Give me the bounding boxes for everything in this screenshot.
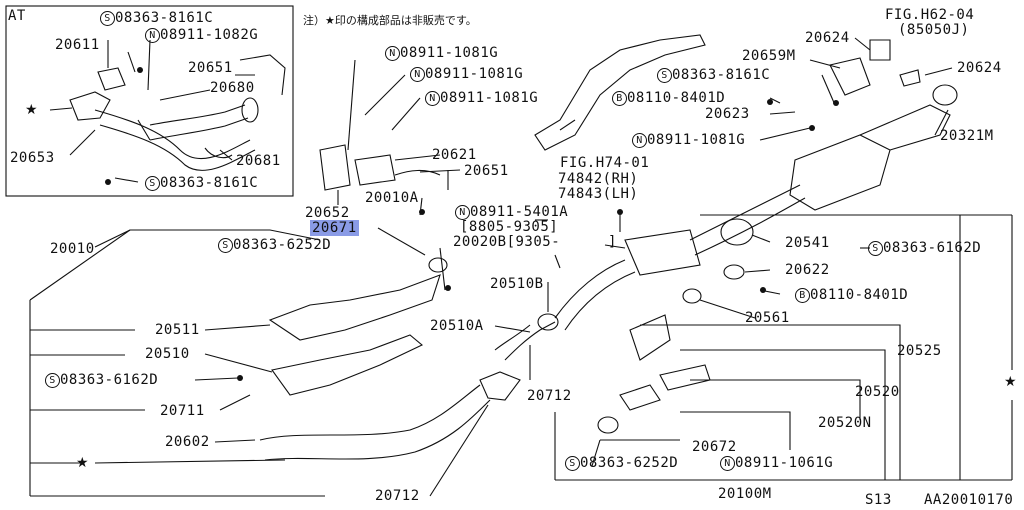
part-20010a[interactable]: 20010A	[365, 190, 419, 206]
bolt-marker	[105, 179, 111, 185]
n-nut-icon: N	[720, 456, 735, 471]
part-20561[interactable]: 20561	[745, 310, 790, 326]
s-bolt-icon: S	[100, 11, 115, 26]
s-bolt-icon: S	[145, 176, 160, 191]
s-bolt-icon: S	[868, 241, 883, 256]
part-20621[interactable]: 20621	[432, 147, 477, 163]
part-20525[interactable]: 20525	[897, 343, 942, 359]
non-sale-note: 注）★印の構成部品は非販売です。	[303, 14, 477, 27]
s-bolt-icon: S	[45, 373, 60, 388]
heat-shield-20510	[271, 334, 424, 396]
pre-muffler	[624, 229, 701, 276]
non-sale-star-icon: ★	[25, 102, 38, 118]
part-20624-top[interactable]: 20624	[805, 30, 850, 46]
part-20652[interactable]: 20652	[305, 205, 350, 221]
at-inset-border	[5, 5, 294, 197]
part-20020b[interactable]: 20020B[9305-	[453, 234, 561, 250]
part-20651[interactable]: 20651	[464, 163, 509, 179]
rubber-mount-20541	[720, 218, 754, 246]
part-20100m[interactable]: 20100M	[718, 486, 772, 502]
part-20623[interactable]: 20623	[705, 106, 750, 122]
part-20511[interactable]: 20511	[155, 322, 200, 338]
b-bolt-icon: B	[612, 91, 627, 106]
part-20624-right[interactable]: 20624	[957, 60, 1002, 76]
at-part-20680[interactable]: 20680	[210, 80, 255, 96]
part-20510a[interactable]: 20510A	[430, 318, 484, 334]
non-sale-star-icon: ★	[1004, 374, 1017, 390]
part-20659m[interactable]: 20659M	[742, 48, 796, 64]
footer-code: S13	[865, 492, 892, 508]
n-nut-icon: N	[425, 91, 440, 106]
at-part-20611[interactable]: 20611	[55, 37, 100, 53]
part-20672[interactable]: 20672	[692, 439, 737, 455]
fig-h62-sub: (85050J)	[898, 22, 970, 38]
front-pipe-20712	[259, 384, 481, 441]
n-nut-icon: N	[385, 46, 400, 61]
fig-h74-ref[interactable]: FIG.H74-01	[560, 155, 650, 171]
fig-h62-ref[interactable]: FIG.H62-04	[885, 7, 975, 23]
part-20711[interactable]: 20711	[160, 403, 205, 419]
figure-id: AA20010170	[924, 492, 1014, 508]
part-20671-highlighted[interactable]: 20671	[310, 220, 359, 236]
part-20712-mid[interactable]: 20712	[527, 388, 572, 404]
part-20541[interactable]: 20541	[785, 235, 830, 251]
n-nut-icon: N	[455, 205, 470, 220]
part-74843[interactable]: 74843(LH)	[558, 186, 639, 202]
n-nut-icon: N	[410, 67, 425, 82]
part-20712-bottom[interactable]: 20712	[375, 488, 420, 504]
at-part-20681[interactable]: 20681	[236, 153, 281, 169]
at-part-20651[interactable]: 20651	[188, 60, 233, 76]
part-20602[interactable]: 20602	[165, 434, 210, 450]
part-date-8805-9305: [8805-9305]	[460, 219, 559, 235]
n-nut-icon: N	[145, 28, 160, 43]
at-manifold-flange	[69, 91, 111, 121]
b-bolt-icon: B	[795, 288, 810, 303]
n-nut-icon: N	[632, 133, 647, 148]
part-20020b-close: ]	[608, 234, 617, 250]
s-bolt-icon: S	[657, 68, 672, 83]
part-20321m[interactable]: 20321M	[940, 128, 994, 144]
part-20520n[interactable]: 20520N	[818, 415, 872, 431]
part-74842[interactable]: 74842(RH)	[558, 171, 639, 187]
part-20510[interactable]: 20510	[145, 346, 190, 362]
at-part-20653[interactable]: 20653	[10, 150, 55, 166]
s-bolt-icon: S	[565, 456, 580, 471]
center-pipe	[554, 259, 626, 319]
part-20510b[interactable]: 20510B	[490, 276, 544, 292]
frame-member	[534, 34, 706, 151]
non-sale-star-icon: ★	[76, 455, 89, 471]
part-20520[interactable]: 20520	[855, 384, 900, 400]
at-label: AT	[8, 8, 26, 24]
heat-shield-20511	[268, 274, 441, 341]
s-bolt-icon: S	[218, 238, 233, 253]
part-20622[interactable]: 20622	[785, 262, 830, 278]
part-20010[interactable]: 20010	[50, 241, 95, 257]
at-front-pipe	[94, 109, 251, 160]
main-muffler-20100m	[789, 134, 891, 211]
